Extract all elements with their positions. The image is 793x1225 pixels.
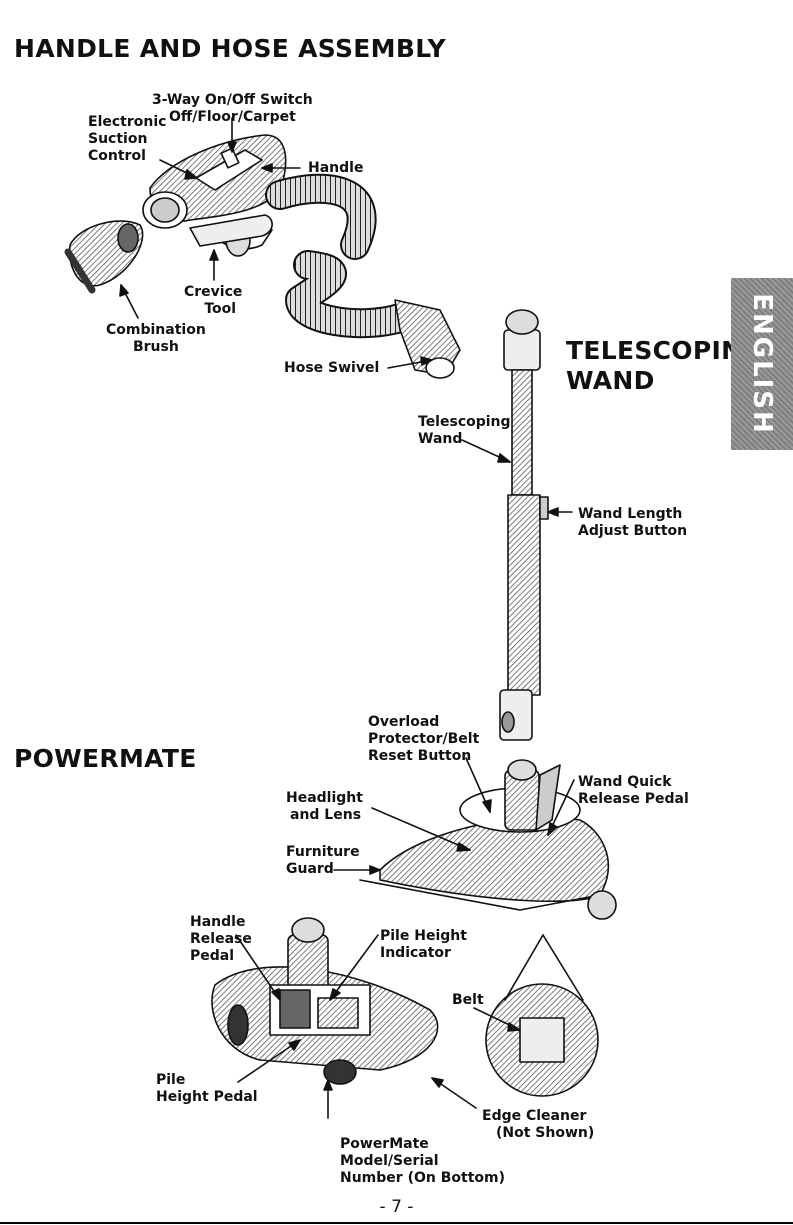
label-wand-quick-release: Wand Quick Release Pedal xyxy=(578,774,689,808)
label-pile-height-indicator: Pile Height Indicator xyxy=(380,928,467,962)
label-esc-line1: Electronic xyxy=(88,114,167,130)
label-op-line1: Overload xyxy=(368,714,440,730)
label-switch: 3-Way On/Off Switch Off/Floor/Carpet xyxy=(152,92,313,126)
telescoping-wand-drawing xyxy=(499,309,549,741)
heading-telescoping-wand: TELESCOPING WAND xyxy=(566,336,763,396)
label-edge-cleaner: Edge Cleaner (Not Shown) xyxy=(482,1108,594,1142)
label-op-line2: Protector/Belt xyxy=(368,731,480,747)
label-phi-line1: Pile Height xyxy=(380,928,467,944)
language-tab: ENGLISH xyxy=(731,278,793,450)
label-pile-height-pedal: Pile Height Pedal xyxy=(156,1072,258,1106)
label-combo-line1: Combination xyxy=(106,322,206,338)
label-fg-line1: Furniture xyxy=(286,844,360,860)
label-belt: Belt xyxy=(452,992,484,1008)
heading-telescoping-line1: TELESCOPING xyxy=(566,336,764,365)
label-electronic-suction-control: Electronic Suction Control xyxy=(88,114,166,165)
label-pm-line1: PowerMate xyxy=(340,1136,429,1152)
powermate-large-drawing xyxy=(359,759,617,920)
label-handle: Handle xyxy=(308,160,364,176)
label-hrp-line2: Release xyxy=(190,931,252,947)
label-hrp-line3: Pedal xyxy=(190,948,235,964)
label-hl-line1: Headlight xyxy=(286,790,363,806)
label-wqr-line1: Wand Quick xyxy=(578,774,672,790)
label-esc-line3: Control xyxy=(88,148,146,164)
label-ec-line2: (Not Shown) xyxy=(496,1125,595,1141)
label-wand-length-adjust: Wand Length Adjust Button xyxy=(578,506,687,540)
label-tw-line2: Wand xyxy=(418,431,463,447)
label-crevice-line2: Tool xyxy=(204,301,237,317)
label-overload-protector: Overload Protector/Belt Reset Button xyxy=(368,714,479,765)
label-pm-line3: Number (On Bottom) xyxy=(340,1170,505,1186)
label-wla-line1: Wand Length xyxy=(578,506,683,522)
heading-powermate: POWERMATE xyxy=(14,744,197,773)
label-pm-line2: Model/Serial xyxy=(340,1153,439,1169)
crevice-tool-drawing xyxy=(189,214,273,247)
belt-detail-drawing xyxy=(485,934,599,1097)
label-combo-line2: Brush xyxy=(132,339,179,355)
powermate-small-drawing xyxy=(211,917,439,1085)
label-switch-line1: 3-Way On/Off Switch xyxy=(152,92,313,108)
label-php-line1: Pile xyxy=(156,1072,186,1088)
label-hose-swivel: Hose Swivel xyxy=(284,360,380,376)
label-switch-line2: Off/Floor/Carpet xyxy=(168,109,296,125)
label-fg-line2: Guard xyxy=(286,861,334,877)
hose-drawing xyxy=(265,173,461,379)
label-hrp-line1: Handle xyxy=(190,914,246,930)
label-hl-line2: and Lens xyxy=(290,807,362,823)
heading-handle-hose: HANDLE AND HOSE ASSEMBLY xyxy=(14,34,446,63)
label-combination-brush: Combination Brush xyxy=(106,322,206,356)
label-crevice-line1: Crevice xyxy=(184,284,243,300)
label-furniture-guard: Furniture Guard xyxy=(286,844,360,878)
label-handle-release-pedal: Handle Release Pedal xyxy=(190,914,252,965)
label-op-line3: Reset Button xyxy=(368,748,472,764)
label-wqr-line2: Release Pedal xyxy=(578,791,689,807)
leader-lines xyxy=(119,117,575,1119)
label-php-line2: Height Pedal xyxy=(156,1089,258,1105)
label-esc-line2: Suction xyxy=(88,131,148,147)
label-headlight: Headlight and Lens xyxy=(286,790,363,824)
footer-rule xyxy=(0,1222,793,1224)
combination-brush-drawing xyxy=(64,220,144,294)
label-tw-line1: Telescoping xyxy=(418,414,511,430)
page-number: - 7 - xyxy=(379,1197,414,1217)
label-phi-line2: Indicator xyxy=(380,945,451,961)
heading-telescoping-line2: WAND xyxy=(566,366,655,395)
label-wla-line2: Adjust Button xyxy=(578,523,688,539)
label-telescoping-wand: Telescoping Wand xyxy=(418,414,511,448)
label-powermate-model: PowerMate Model/Serial Number (On Bottom… xyxy=(340,1136,505,1187)
label-ec-line1: Edge Cleaner xyxy=(482,1108,587,1124)
label-crevice-tool: Crevice Tool xyxy=(184,284,242,318)
